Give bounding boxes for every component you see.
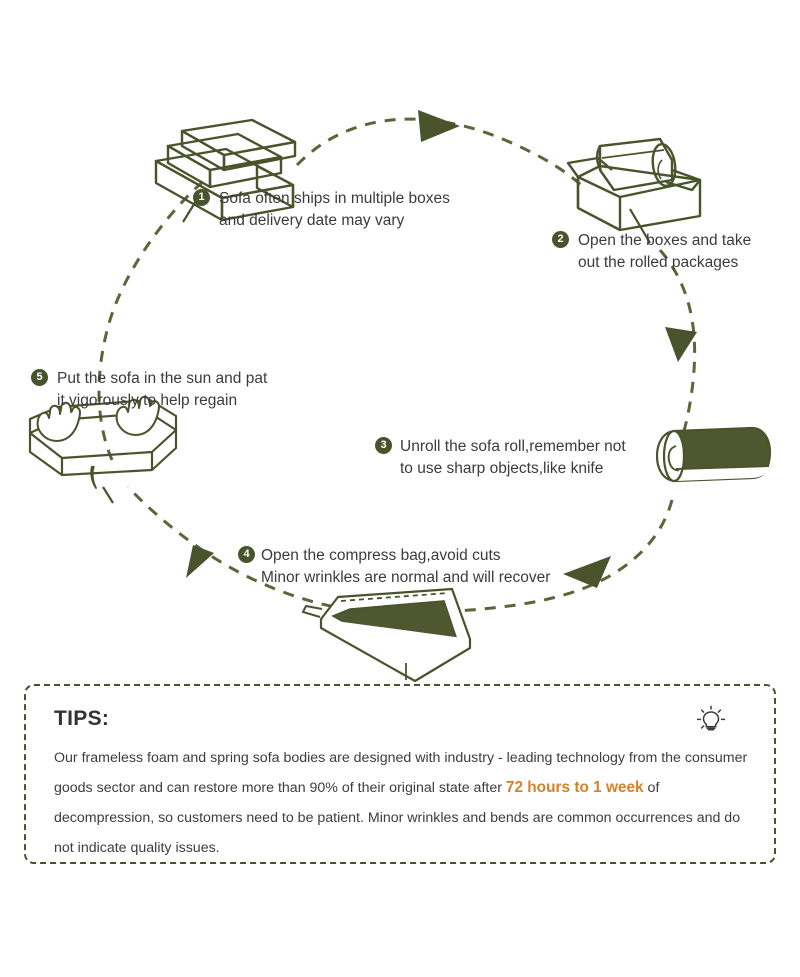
step-text-2-line-2: out the rolled packages [578,254,739,271]
tips-panel: TIPS: Our frameless foam and spring sofa… [24,684,776,864]
tips-body-part1: Our frameless foam and spring sofa bodie… [54,750,748,796]
tips-highlight: 72 hours to 1 week [505,779,644,796]
illustration-step-2 [566,137,702,244]
tips-body: Our frameless foam and spring sofa bodie… [54,743,754,863]
illustration-step-4 [301,587,472,683]
arc-4-to-5 [126,485,353,612]
illustration-step-1 [154,118,297,223]
illustration-step-3 [655,426,772,483]
step-badge-5: 5 [31,369,48,386]
tips-title: TIPS: [54,707,110,730]
arrowhead-down-right [665,327,697,362]
step-badge-2: 2 [552,231,569,248]
flow-arrowheads [186,110,697,588]
step-badge-4: 4 [238,546,255,563]
arrowhead-right-top [418,110,460,142]
flow-path [97,117,697,614]
arc-5-to-1 [97,178,206,461]
arc-1-to-2 [295,117,588,192]
step-badge-1: 1 [193,189,210,206]
step-text-3-line-2: to use sharp objects,like knife [400,460,604,477]
arrowhead-left-bottom [186,545,214,578]
step-text-5-line-2: it vigorously to help regain [57,392,238,409]
step-text-1-line-2: and delivery date may vary [219,212,405,229]
step-badge-3: 3 [375,437,392,454]
step-text-5-line-1: Put the sofa in the sun and pat [57,370,268,387]
hand-right [115,395,160,436]
lightbulb-icon [696,705,726,731]
step-text-1-line-1: Sofa often ships in multiple boxes [219,190,450,207]
step-text-4-line-1: Open the compress bag,avoid cuts [261,547,501,564]
arrowhead-up-left-bottom [563,556,611,588]
tips-body-part2: of decompression, so customers need to b… [54,780,741,856]
hand-left [36,401,81,442]
step-text-4-line-2: Minor wrinkles are normal and will recov… [261,569,551,586]
illustration-step-5 [28,395,178,504]
arc-3-to-4 [429,499,674,614]
step-text-3-line-1: Unroll the sofa roll,remember not [400,438,626,455]
step-text-2-line-1: Open the boxes and take [578,232,752,249]
